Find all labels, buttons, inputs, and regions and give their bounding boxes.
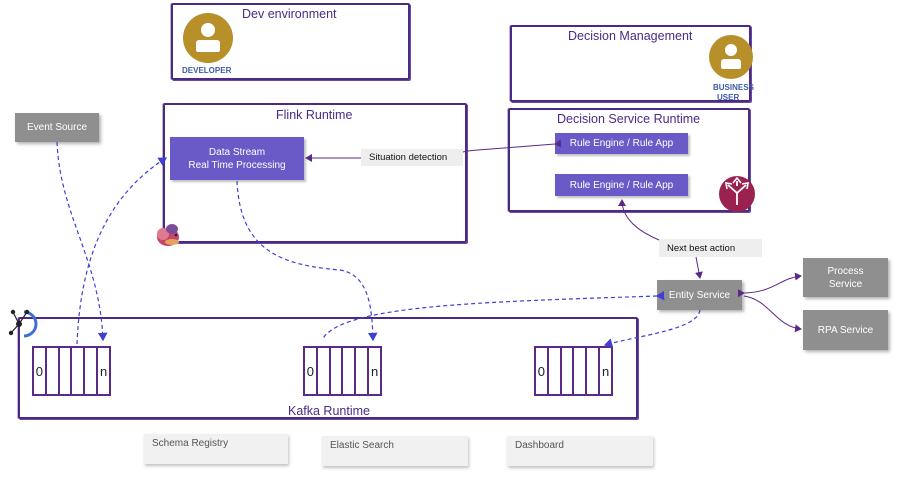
entity-to-topic-3-connector	[603, 309, 701, 348]
elastic-search-chip[interactable]: Elastic Search	[322, 436, 468, 466]
topic-2-partition	[356, 348, 370, 394]
decision-management-title: Decision Management	[568, 29, 693, 43]
dev-environment-title: Dev environment	[242, 7, 337, 21]
flink-runtime-title: Flink Runtime	[276, 108, 353, 122]
rule-engine-2[interactable]: Rule Engine / Rule App	[555, 174, 688, 196]
situation-detection-label: Situation detection	[361, 149, 463, 166]
entity-service-node[interactable]: Entity Service	[657, 280, 742, 310]
flink-runtime-box	[163, 103, 467, 243]
event-source-to-topic-connector	[56, 141, 108, 342]
business-user-avatar-icon	[709, 35, 753, 79]
entity-to-process-connector	[737, 272, 802, 298]
topic-1-first-partition: 0	[34, 348, 47, 394]
next-best-action-label: Next best action	[659, 239, 762, 257]
topic-1-partition	[72, 348, 86, 394]
topic-1-partition	[60, 348, 73, 394]
process-service-line1: Process	[827, 265, 864, 277]
data-stream-processor-line1: Data Stream	[208, 146, 266, 158]
next-best-action-connector-bottom	[694, 256, 703, 279]
kafka-topic-1: 0 n	[32, 346, 111, 396]
topic-1-partition	[85, 348, 99, 394]
topic-1-last-partition: n	[99, 363, 108, 379]
topic-2-first-partition: 0	[305, 348, 318, 394]
business-user-label-line2: USER	[717, 93, 740, 102]
decision-service-runtime-title: Decision Service Runtime	[557, 112, 701, 126]
entity-to-rpa-connector	[743, 295, 802, 333]
dev-environment-box	[171, 3, 410, 80]
dashboard-chip[interactable]: Dashboard	[507, 436, 653, 466]
topic-2-partition	[331, 348, 344, 394]
process-service-line2: Service	[828, 278, 863, 290]
entity-to-topic-2-connector	[321, 290, 665, 341]
topic-3-partition	[549, 348, 562, 394]
business-user-label-line1: BUSINESS	[713, 83, 754, 92]
data-stream-processor[interactable]: Data Stream Real Time Processing	[170, 137, 304, 180]
kafka-topic-3: 0 n	[534, 346, 613, 396]
topic-3-partition	[587, 348, 601, 394]
topic-3-partition	[574, 348, 588, 394]
decision-service-runtime-box	[508, 108, 750, 212]
rpa-service-node[interactable]: RPA Service	[803, 310, 888, 350]
topic-2-partition	[318, 348, 331, 394]
topic-3-first-partition: 0	[536, 348, 549, 394]
topic-3-last-partition: n	[601, 363, 610, 379]
rule-engine-1[interactable]: Rule Engine / Rule App	[555, 133, 688, 154]
event-source-node[interactable]: Event Source	[15, 113, 99, 142]
topic-1-partition	[47, 348, 60, 394]
developer-avatar-icon	[183, 13, 233, 63]
topic-2-partition	[343, 348, 357, 394]
kafka-runtime-title: Kafka Runtime	[288, 404, 370, 418]
topic-3-partition	[562, 348, 575, 394]
situation-detection-connector	[462, 139, 562, 153]
router-arrows-icon	[719, 176, 755, 212]
data-stream-processor-line2: Real Time Processing	[188, 159, 286, 171]
flink-squirrel-icon	[157, 224, 179, 246]
kafka-topic-2: 0 n	[303, 346, 382, 396]
schema-registry-chip[interactable]: Schema Registry	[144, 434, 288, 464]
topic-2-last-partition: n	[370, 363, 379, 379]
topic-to-flink-connector	[76, 157, 168, 345]
kafka-logo-icon	[8, 309, 38, 338]
next-best-action-connector-top	[618, 199, 660, 241]
process-service-node[interactable]: Process Service	[803, 258, 888, 297]
developer-label: DEVELOPER	[182, 66, 232, 75]
flink-to-topic-connector	[236, 180, 378, 342]
kafka-runtime-box	[18, 317, 638, 419]
